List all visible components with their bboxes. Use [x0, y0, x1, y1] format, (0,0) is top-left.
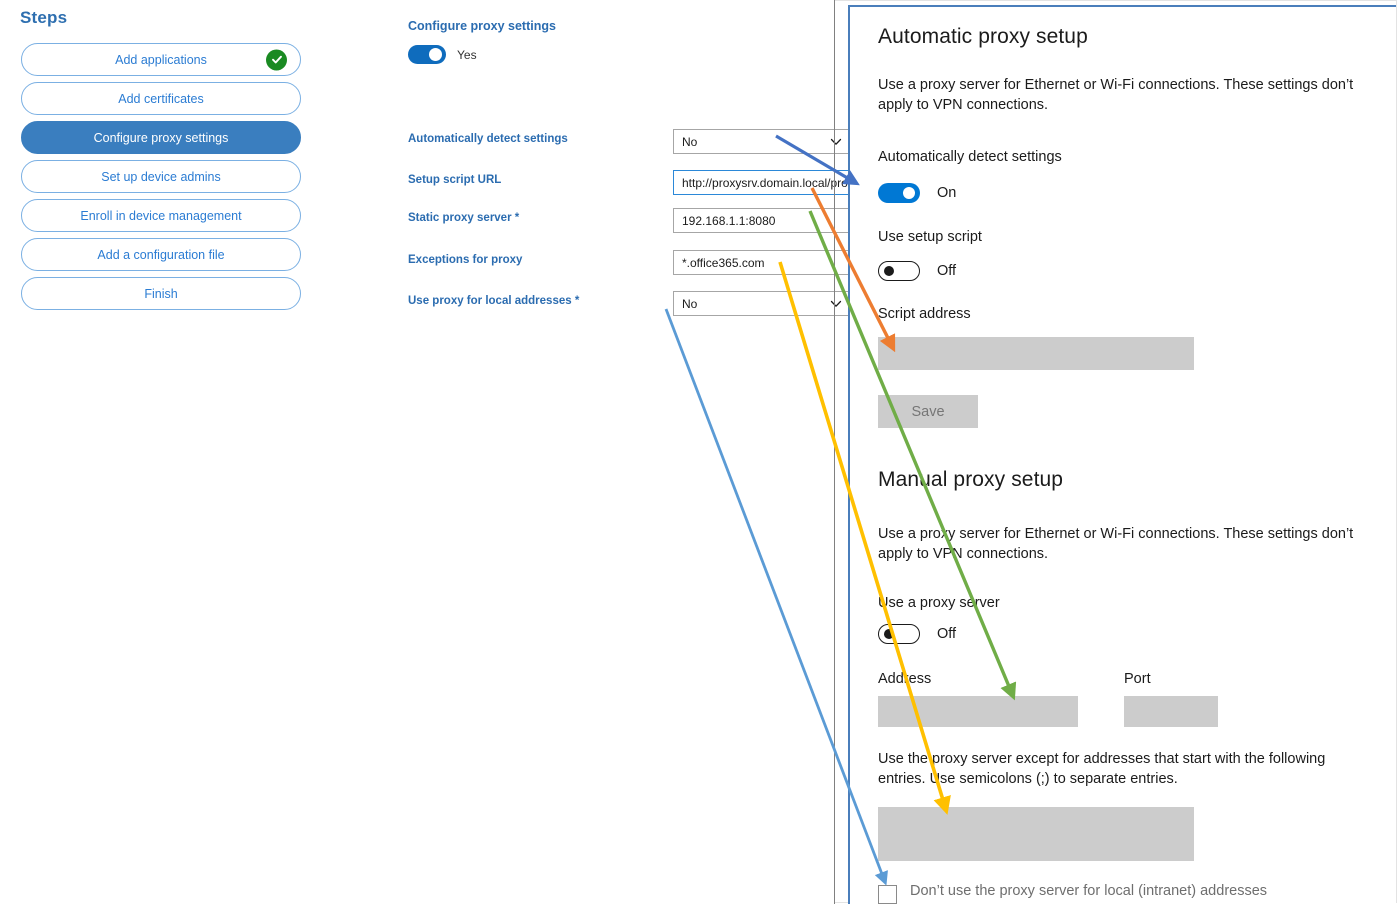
bypass-local-label: Don’t use the proxy server for local (in…	[910, 883, 1268, 899]
proxy-form-panel: Configure proxy settings Yes Automatical…	[334, 0, 851, 904]
sidebar-item-enroll-in-device-management[interactable]: Enroll in device management	[21, 199, 301, 232]
sidebar-item-set-up-device-admins[interactable]: Set up device admins	[21, 160, 301, 193]
port-input[interactable]	[1124, 696, 1218, 727]
field-label: Setup script URL	[408, 174, 502, 186]
configure-proxy-toggle-row: Yes	[408, 45, 477, 64]
setup-script-url-input[interactable]: http://proxysrv.domain.local/proxy.pa	[673, 170, 851, 195]
automatically-detect-settings-state: On	[937, 185, 957, 201]
use-setup-script-label: Use setup script	[878, 229, 982, 245]
configure-proxy-toggle-label: Yes	[457, 47, 477, 62]
chevron-down-icon	[830, 298, 842, 310]
sidebar-item-add-a-configuration-file[interactable]: Add a configuration file	[21, 238, 301, 271]
step-label: Set up device admins	[101, 169, 221, 184]
automatically-detect-settings-select[interactable]: No	[673, 129, 851, 154]
input-value: 192.168.1.1:8080	[682, 213, 776, 228]
automatic-proxy-setup-description: Use a proxy server for Ethernet or Wi-Fi…	[878, 77, 1354, 113]
automatically-detect-settings-toggle[interactable]	[878, 183, 920, 203]
sidebar-item-add-certificates[interactable]: Add certificates	[21, 82, 301, 115]
use-setup-script-toggle-row: Off	[878, 261, 956, 281]
check-circle-icon	[266, 49, 287, 70]
use-a-proxy-server-label: Use a proxy server	[878, 595, 1000, 611]
use-proxy-for-local-addresses-select[interactable]: No	[673, 291, 851, 316]
automatically-detect-settings-toggle-row: On	[878, 183, 956, 203]
automatically-detect-settings-label: Automatically detect settings	[878, 149, 1062, 165]
page-title: Steps	[20, 8, 68, 27]
use-setup-script-toggle[interactable]	[878, 261, 920, 281]
field-label: Exceptions for proxy	[408, 254, 523, 266]
field-label: Automatically detect settings	[408, 133, 568, 145]
sidebar-item-configure-proxy-settings[interactable]: Configure proxy settings	[21, 121, 301, 154]
step-label: Enroll in device management	[80, 208, 242, 223]
input-value: http://proxysrv.domain.local/proxy.pa	[682, 175, 850, 190]
steps-list: Add applications Add certificates Config…	[21, 43, 301, 316]
automatic-proxy-setup-heading: Automatic proxy setup	[878, 25, 1088, 48]
address-input[interactable]	[878, 696, 1078, 727]
sidebar-item-add-applications[interactable]: Add applications	[21, 43, 301, 76]
proxy-exceptions-description: Use the proxy server except for addresse…	[878, 751, 1326, 787]
chevron-down-icon	[830, 136, 842, 148]
step-label: Add a configuration file	[97, 247, 225, 262]
field-label: Static proxy server *	[408, 212, 520, 224]
exceptions-for-proxy-input[interactable]: *.office365.com	[673, 250, 851, 275]
script-address-input[interactable]	[878, 337, 1194, 370]
manual-proxy-setup-description: Use a proxy server for Ethernet or Wi-Fi…	[878, 526, 1354, 562]
bypass-local-checkbox-row[interactable]: Don’t use the proxy server for local (in…	[878, 883, 1267, 904]
step-label: Add certificates	[118, 91, 204, 106]
script-address-label: Script address	[878, 306, 971, 322]
use-a-proxy-server-toggle[interactable]	[878, 624, 920, 644]
use-setup-script-state: Off	[937, 263, 957, 279]
checkbox-icon[interactable]	[878, 885, 897, 904]
save-button[interactable]: Save	[878, 395, 978, 428]
steps-panel: Steps Add applications Add certificates …	[0, 0, 334, 904]
address-label: Address	[878, 671, 932, 687]
panel-divider	[834, 0, 835, 904]
toggle-knob	[884, 629, 894, 639]
form-heading: Configure proxy settings	[408, 19, 556, 33]
field-label: Use proxy for local addresses *	[408, 295, 580, 307]
select-value: No	[682, 296, 698, 311]
manual-proxy-setup-heading: Manual proxy setup	[878, 468, 1064, 491]
toggle-knob	[884, 266, 894, 276]
configure-proxy-toggle[interactable]	[408, 45, 446, 64]
step-label: Finish	[144, 286, 178, 301]
step-label: Add applications	[115, 52, 207, 67]
step-label: Configure proxy settings	[93, 130, 229, 145]
input-value: *.office365.com	[682, 255, 765, 270]
port-label: Port	[1124, 671, 1151, 687]
sidebar-item-finish[interactable]: Finish	[21, 277, 301, 310]
proxy-exceptions-input[interactable]	[878, 807, 1194, 861]
use-a-proxy-server-toggle-row: Off	[878, 624, 956, 644]
toggle-knob	[903, 187, 915, 199]
use-a-proxy-server-state: Off	[937, 626, 957, 642]
toggle-knob	[429, 48, 442, 61]
select-value: No	[682, 134, 698, 149]
static-proxy-server-input[interactable]: 192.168.1.1:8080	[673, 208, 851, 233]
windows-settings-proxy-panel: Automatic proxy setup Use a proxy server…	[848, 5, 1396, 904]
windows-settings-content: Automatic proxy setup Use a proxy server…	[850, 7, 1396, 904]
